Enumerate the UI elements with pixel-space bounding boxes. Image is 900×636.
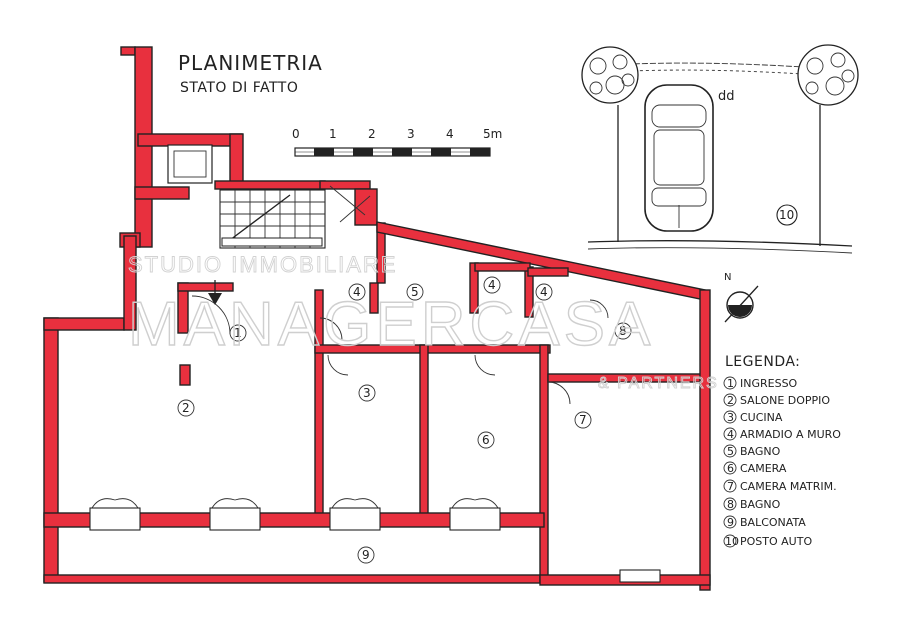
room-number: 5: [411, 285, 419, 299]
legend-label: CAMERA MATRIM.: [740, 480, 837, 493]
scale-tick: 1: [329, 127, 337, 141]
legend-number: 5: [727, 445, 734, 458]
legend-item: 1 INGRESSO: [723, 376, 798, 390]
scale-tick: 3: [407, 127, 415, 141]
watermark-top: STUDIO IMMOBILIARE: [128, 252, 397, 277]
legend-number: 2: [727, 394, 734, 407]
legend-label: BAGNO: [740, 498, 781, 511]
legend-label: BAGNO: [740, 445, 781, 458]
legend-label: BALCONATA: [740, 516, 806, 529]
scale-tick: 5m: [483, 127, 502, 141]
elevator: [167, 144, 213, 184]
parking-label: dd: [718, 89, 735, 104]
walls: [43, 46, 711, 591]
room-number: 4: [488, 278, 496, 292]
legend-label: SALONE DOPPIO: [740, 394, 830, 407]
legend-number: 6: [727, 462, 734, 475]
scale-tick: 0: [292, 127, 300, 141]
room-number: 4: [540, 285, 548, 299]
scale-bar: 0 1 2 3 4 5m: [292, 127, 502, 157]
doors: [191, 295, 609, 405]
legend-label: CUCINA: [740, 411, 783, 424]
legend-label: INGRESSO: [740, 377, 798, 390]
legend-item: 7 CAMERA MATRIM.: [723, 479, 837, 493]
entry-arrow-icon: [208, 293, 222, 305]
legend-label: POSTO AUTO: [740, 535, 812, 548]
scale-tick: 2: [368, 127, 376, 141]
legend-title: LEGENDA:: [725, 354, 800, 370]
legend-number: 1: [727, 377, 734, 390]
legend-number: 3: [727, 411, 734, 424]
legend-label: ARMADIO A MURO: [740, 428, 841, 441]
room-number: 3: [363, 386, 371, 400]
room-number: 7: [579, 413, 587, 427]
staircase: [219, 189, 326, 249]
watermark: STUDIO IMMOBILIARE MANAGERCASA & PARTNER…: [127, 252, 719, 393]
legend-number: 10: [725, 535, 739, 548]
legend-item: 8 BAGNO: [723, 497, 781, 511]
room-number: 8: [619, 324, 627, 338]
legend-item: 4 ARMADIO A MURO: [723, 427, 841, 441]
legend-label: CAMERA: [740, 462, 787, 475]
tree-icon: [797, 44, 859, 106]
tree-icon: [581, 46, 639, 104]
room-number: 6: [482, 433, 490, 447]
room-labels: 1 2 3 4 4 4 5 6 7 8 9: [177, 276, 632, 564]
balcony-doors: [89, 498, 661, 583]
parking-sketch: dd 10: [581, 44, 859, 254]
car-icon: [644, 84, 714, 232]
room-number: 1: [234, 326, 242, 340]
parking-number: 10: [779, 208, 794, 222]
plan-subtitle: STATO DI FATTO: [180, 80, 298, 96]
legend-item: 10 POSTO AUTO: [723, 534, 812, 548]
legend-item: 3 CUCINA: [723, 410, 783, 424]
watermark-main: MANAGERCASA: [128, 290, 654, 359]
scale-tick: 4: [446, 127, 454, 141]
legend-number: 8: [727, 498, 734, 511]
room-number: 4: [353, 285, 361, 299]
svg-text:N: N: [724, 272, 731, 283]
legend-number: 4: [727, 428, 734, 441]
legend-item: 6 CAMERA: [723, 461, 787, 475]
plan-title: PLANIMETRIA: [178, 51, 323, 75]
north-arrow-icon: N: [724, 272, 759, 323]
watermark-sub: & PARTNERS: [598, 375, 719, 392]
legend-item: 2 SALONE DOPPIO: [723, 393, 830, 407]
legend-number: 7: [727, 480, 734, 493]
room-number: 2: [182, 401, 190, 415]
legend-item: 9 BALCONATA: [723, 515, 806, 529]
legend-item: 5 BAGNO: [723, 444, 781, 458]
room-number: 9: [362, 548, 370, 562]
legend-number: 9: [727, 516, 734, 529]
legend: LEGENDA: 1 INGRESSO 2 SALONE DOPPIO 3 CU…: [723, 354, 841, 548]
